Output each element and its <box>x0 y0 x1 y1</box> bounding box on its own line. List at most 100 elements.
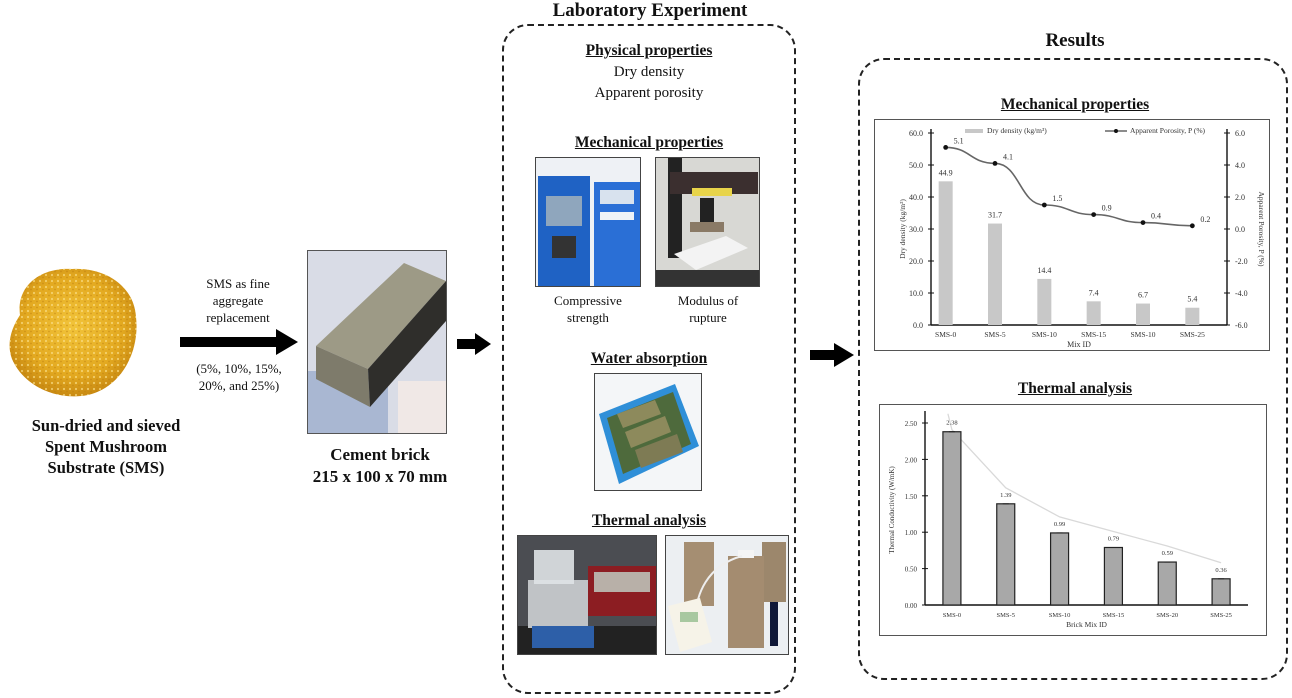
sms-caption-line: Sun-dried and sieved <box>31 416 181 435</box>
legend-label-dry-density: Dry density (kg/m³) <box>987 126 1047 135</box>
apparent-porosity-point <box>1189 223 1195 229</box>
lab-panel <box>502 24 796 694</box>
thermal-conductivity-bar <box>996 503 1016 606</box>
left-y-tick-label: 20.0 <box>909 257 923 266</box>
results-panel-title: Results <box>1045 30 1105 51</box>
right-y-tick-label: 6.0 <box>1235 129 1245 138</box>
sms-caption: Sun-dried and sieved Spent Mushroom Subs… <box>0 415 212 478</box>
thermal-conductivity-bar <box>1103 546 1124 606</box>
apparent-porosity-data-label: 1.5 <box>1052 194 1062 203</box>
apparent-porosity-data-label: 4.1 <box>1003 152 1013 161</box>
dry-density-data-label: 7.4 <box>1089 288 1099 297</box>
arrow-right-icon <box>810 343 854 367</box>
arrow1-label-bottom: (5%, 10%, 15%, 20%, and 25%) <box>180 360 298 394</box>
legend-marker-porosity <box>1114 129 1118 133</box>
arrow1-label-line: replacement <box>206 310 270 325</box>
thermal-conductivity-bar <box>1049 532 1070 606</box>
arrow-right-icon <box>457 333 491 355</box>
y-tick-label: 2.00 <box>905 456 918 464</box>
dry-density-bar <box>1185 307 1200 325</box>
photo-caption-line: strength <box>567 310 609 325</box>
left-y-tick-label: 50.0 <box>909 161 923 170</box>
x-category-label: SMS-10 <box>1049 612 1071 619</box>
arrow-right-icon <box>180 329 298 355</box>
mechanical-properties-title: Mechanical properties <box>574 134 724 151</box>
photo-caption-line: rupture <box>689 310 727 325</box>
photo-caption-line: Compressive <box>554 293 622 308</box>
thermal-conductivity-data-label: 2.38 <box>946 420 957 427</box>
sms-caption-line: Spent Mushroom <box>44 437 168 456</box>
sms-pile-image <box>2 255 142 405</box>
lab-thermal-analysis-title: Thermal analysis <box>591 512 707 529</box>
dry-density-data-label: 44.9 <box>939 168 953 177</box>
thermal-conductivity-data-label: 0.36 <box>1215 567 1227 574</box>
x-category-label: SMS-5 <box>984 330 1006 339</box>
right-y-tick-label: 4.0 <box>1235 161 1245 170</box>
mechanical-properties-chart: 0.010.020.030.040.050.060.0-6.0-4.0-2.00… <box>898 126 1266 349</box>
y-tick-label: 1.50 <box>905 493 918 501</box>
dry-density-data-label: 31.7 <box>988 211 1002 220</box>
left-y-tick-label: 40.0 <box>909 193 923 202</box>
water-absorption-title: Water absorption <box>590 350 708 367</box>
arrow1-label-line: 20%, and 25%) <box>198 378 280 393</box>
right-y-tick-label: -4.0 <box>1235 289 1248 298</box>
x-axis-title: Brick Mix ID <box>1066 620 1107 629</box>
x-category-label: SMS-10 <box>1130 330 1155 339</box>
physical-property-item: Apparent porosity <box>594 85 704 101</box>
physical-property-item: Dry density <box>613 64 685 80</box>
left-y-tick-label: 0.0 <box>913 321 923 330</box>
sms-caption-line: Substrate (SMS) <box>47 458 165 477</box>
dry-density-data-label: 5.4 <box>1187 295 1197 304</box>
right-y-tick-label: 2.0 <box>1235 193 1245 202</box>
x-category-label: SMS-15 <box>1103 612 1125 619</box>
brick-caption: Cement brick 215 x 100 x 70 mm <box>290 444 470 488</box>
y-axis-title: Thermal Conductivity (W/mK) <box>888 466 896 554</box>
modulus-of-rupture-photo <box>655 157 760 287</box>
apparent-porosity-data-label: 0.9 <box>1102 204 1112 213</box>
water-absorption-photo <box>594 373 702 491</box>
physical-properties-title: Physical properties <box>585 42 713 59</box>
x-category-label: SMS-0 <box>935 330 957 339</box>
dry-density-bar <box>988 223 1002 325</box>
legend-swatch-dry-density <box>965 129 983 133</box>
arrow1-label-line: SMS as fine <box>206 276 270 291</box>
y-tick-label: 1.00 <box>905 529 918 537</box>
x-category-label: SMS-20 <box>1156 612 1178 619</box>
right-y-tick-label: -6.0 <box>1235 321 1248 330</box>
x-category-label: SMS-15 <box>1081 330 1106 339</box>
right-y-tick-label: -2.0 <box>1235 257 1248 266</box>
apparent-porosity-point <box>1091 212 1097 217</box>
arrow1-label-top: SMS as fine aggregate replacement <box>182 275 294 326</box>
thermal-conductivity-data-label: 1.39 <box>1000 492 1011 499</box>
dry-density-bar <box>1086 301 1101 325</box>
trend-line <box>947 413 1222 564</box>
results-panel <box>858 58 1288 680</box>
cement-brick-photo <box>307 250 447 434</box>
modulus-of-rupture-caption: Modulus of rupture <box>645 292 771 326</box>
thermal-conductivity-data-label: 0.59 <box>1162 550 1173 557</box>
left-y-tick-label: 30.0 <box>909 225 923 234</box>
thermal-conductivity-data-label: 0.99 <box>1054 521 1065 528</box>
right-y-tick-label: 0.0 <box>1235 225 1245 234</box>
apparent-porosity-point <box>992 161 998 166</box>
thermal-conductivity-data-label: 0.79 <box>1108 535 1119 542</box>
apparent-porosity-data-label: 0.2 <box>1200 215 1210 224</box>
y-tick-label: 0.00 <box>905 602 918 610</box>
left-y-tick-label: 10.0 <box>909 289 923 298</box>
apparent-porosity-point <box>1041 202 1047 208</box>
lab-panel-title: Laboratory Experiment <box>552 0 748 21</box>
thermal-conductivity-bar <box>1211 578 1231 606</box>
thermal-apparatus-photo <box>517 535 657 655</box>
thermal-conductivity-bar <box>942 431 962 606</box>
physical-properties-list: Dry density Apparent porosity <box>502 62 796 104</box>
dry-density-bar <box>938 181 953 325</box>
arrow1-label-line: (5%, 10%, 15%, <box>196 361 282 376</box>
apparent-porosity-point <box>943 145 949 150</box>
x-category-label: SMS-25 <box>1210 612 1232 619</box>
brick-caption-line: Cement brick <box>330 445 430 464</box>
dry-density-data-label: 14.4 <box>1037 266 1051 275</box>
y-tick-label: 0.50 <box>905 566 918 574</box>
x-category-label: SMS-0 <box>943 612 961 619</box>
